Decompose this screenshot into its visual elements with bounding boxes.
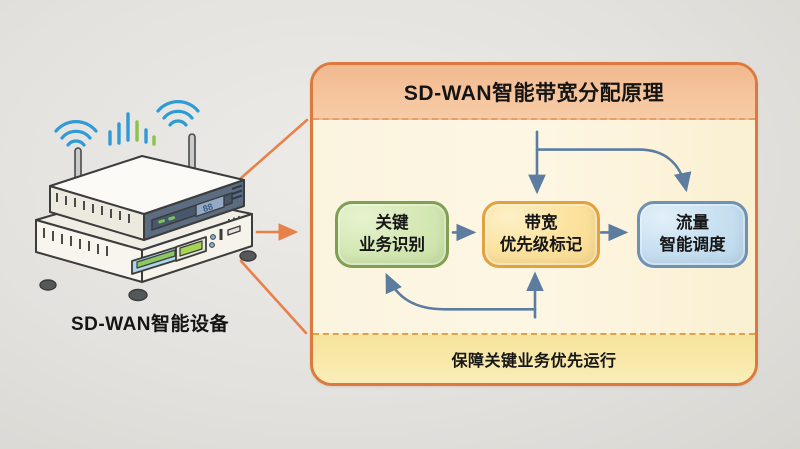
signal-bars-icon — [108, 112, 156, 146]
connector-top-line — [238, 118, 309, 181]
wifi-waves-left-icon — [54, 120, 98, 147]
sdwan-device-illustration: 88 — [35, 100, 257, 302]
node-label-line: 智能调度 — [659, 235, 726, 254]
node-traffic-smart-scheduling: 流量 智能调度 — [637, 201, 748, 268]
wifi-waves-right-icon — [156, 100, 200, 127]
connector-bottom-line — [239, 259, 308, 335]
node-label-line: 业务识别 — [359, 235, 425, 254]
arrow-feedback-into-identify — [385, 272, 537, 311]
node-bandwidth-priority-marking: 带宽 优先级标记 — [482, 201, 600, 268]
arrow-top-into-scheduling — [535, 148, 692, 193]
panel-header: SD-WAN智能带宽分配原理 — [313, 65, 755, 120]
panel-body: 关键 业务识别 带宽 优先级标记 流量 智能调度 — [313, 120, 755, 333]
flow-arrows — [385, 130, 692, 319]
node-label-line: 流量 — [676, 214, 709, 233]
node-label-line: 优先级标记 — [499, 235, 583, 254]
principle-panel: SD-WAN智能带宽分配原理 关键 — [310, 62, 758, 386]
panel-title: SD-WAN智能带宽分配原理 — [403, 81, 665, 105]
device-top-unit: 88 — [49, 155, 245, 241]
device-label: SD-WAN智能设备 — [70, 314, 230, 335]
panel-footer-text: 保障关键业务优先运行 — [451, 353, 617, 370]
panel-footer: 保障关键业务优先运行 — [313, 333, 755, 383]
node-label-line: 关键 — [375, 214, 409, 233]
device-display: 88 — [201, 201, 214, 214]
node-label-line: 带宽 — [524, 214, 558, 233]
node-critical-service-identification: 关键 业务识别 — [335, 201, 449, 268]
